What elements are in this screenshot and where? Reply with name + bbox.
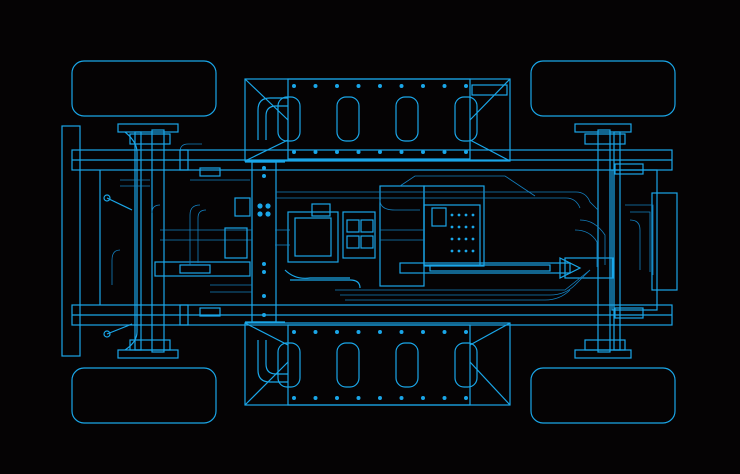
wheel-front-left bbox=[71, 60, 217, 117]
pin bbox=[450, 225, 454, 229]
pin bbox=[471, 237, 475, 241]
rivet bbox=[356, 330, 361, 334]
rivet bbox=[378, 396, 382, 400]
rivet bbox=[399, 396, 404, 400]
pin bbox=[450, 213, 454, 217]
pin bbox=[457, 249, 461, 253]
rivet bbox=[442, 150, 447, 154]
pin bbox=[471, 249, 475, 253]
top-tray bbox=[244, 78, 511, 162]
rivet bbox=[313, 330, 318, 334]
rivet bbox=[442, 396, 447, 400]
rivet bbox=[421, 84, 425, 88]
rivet bbox=[399, 84, 404, 88]
tray-slot bbox=[454, 342, 478, 388]
rivet bbox=[356, 150, 361, 154]
rivet bbox=[292, 396, 296, 400]
tray-slot bbox=[454, 96, 478, 142]
rivet bbox=[335, 396, 339, 400]
driveshaft bbox=[154, 257, 614, 279]
rivet bbox=[421, 330, 425, 334]
rivet bbox=[464, 396, 468, 400]
motor-unit bbox=[284, 185, 485, 289]
pin bbox=[450, 237, 454, 241]
top-tray-slots bbox=[277, 96, 478, 142]
pin bbox=[457, 237, 461, 241]
rivet bbox=[313, 150, 318, 154]
bottom-tray bbox=[244, 322, 511, 406]
rivet bbox=[292, 330, 296, 334]
pin bbox=[450, 249, 454, 253]
rivet bbox=[464, 150, 468, 154]
mount-brackets bbox=[179, 149, 251, 326]
rivet bbox=[335, 84, 339, 88]
rivet bbox=[442, 330, 447, 334]
wheel-rear-right bbox=[530, 367, 676, 424]
rivet bbox=[313, 84, 318, 88]
rivet bbox=[335, 330, 339, 334]
rivet bbox=[356, 84, 361, 88]
pin bbox=[464, 213, 468, 217]
bottom-tray-slots bbox=[277, 342, 478, 388]
pin bbox=[457, 213, 461, 217]
central-crossmember bbox=[245, 161, 285, 323]
rivet bbox=[378, 330, 382, 334]
rivet bbox=[421, 150, 425, 154]
rivet bbox=[399, 150, 404, 154]
rivet bbox=[292, 150, 296, 154]
front-axle bbox=[99, 123, 179, 359]
wiring-harness bbox=[111, 143, 654, 301]
tray-slot bbox=[277, 342, 301, 388]
rivet bbox=[464, 84, 468, 88]
pin bbox=[457, 225, 461, 229]
tray-slot bbox=[395, 342, 419, 388]
rivet bbox=[292, 84, 296, 88]
pin bbox=[471, 225, 475, 229]
rivet bbox=[442, 84, 447, 88]
tray-slot bbox=[336, 96, 360, 142]
pin bbox=[464, 249, 468, 253]
rivet bbox=[335, 150, 339, 154]
pin bbox=[464, 237, 468, 241]
bottom-tray-rivets bbox=[292, 330, 468, 400]
tray-slot bbox=[395, 96, 419, 142]
tray-slot bbox=[277, 96, 301, 142]
rivet bbox=[313, 396, 318, 400]
pin bbox=[464, 225, 468, 229]
rivet bbox=[421, 396, 425, 400]
rivet bbox=[464, 330, 468, 334]
tray-slot bbox=[336, 342, 360, 388]
controller-module-pins bbox=[450, 213, 475, 253]
wheel-rear-left bbox=[530, 60, 676, 117]
rivet bbox=[356, 396, 361, 400]
rivet bbox=[378, 150, 382, 154]
top-tray-rivets bbox=[292, 84, 468, 154]
pin bbox=[471, 213, 475, 217]
rivet bbox=[399, 330, 404, 334]
wheel-front-right bbox=[71, 367, 217, 424]
rivet bbox=[378, 84, 382, 88]
rear-axle bbox=[574, 123, 644, 359]
